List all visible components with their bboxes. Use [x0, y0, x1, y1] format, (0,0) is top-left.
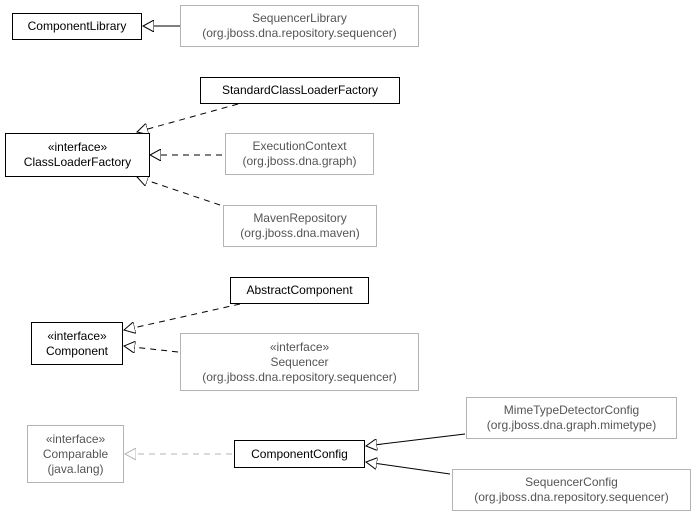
- interface-name: ClassLoaderFactory: [23, 155, 132, 169]
- edge-sequencer-config-to-component-config: [366, 462, 451, 475]
- class-component-library[interactable]: ComponentLibrary: [12, 13, 142, 40]
- package-name: (org.jboss.dna.repository.sequencer): [202, 26, 397, 40]
- package-name: (org.jboss.dna.repository.sequencer): [474, 490, 669, 504]
- class-name: MimeTypeDetectorConfig: [503, 403, 640, 417]
- edge-sequencer-to-component: [124, 346, 179, 352]
- class-name: AbstractComponent: [246, 283, 353, 297]
- edge-abstract-component-to-component: [124, 303, 241, 330]
- stereotype-label: «interface»: [45, 431, 106, 446]
- edge-mime-type-detector-config-to-component-config: [366, 433, 466, 446]
- interface-name: Comparable: [42, 446, 109, 461]
- class-name: ExecutionContext: [252, 139, 347, 153]
- class-maven-repository[interactable]: MavenRepository (org.jboss.dna.maven): [223, 205, 377, 247]
- stereotype-label: «interface»: [269, 339, 330, 354]
- class-mime-type-detector-config[interactable]: MimeTypeDetectorConfig (org.jboss.dna.gr…: [466, 397, 677, 439]
- interface-component[interactable]: «interface» Component: [31, 322, 123, 365]
- class-component-config[interactable]: ComponentConfig: [234, 440, 365, 468]
- class-execution-context[interactable]: ExecutionContext (org.jboss.dna.graph): [225, 133, 374, 175]
- package-name: (org.jboss.dna.graph): [242, 154, 357, 168]
- package-name: (org.jboss.dna.repository.sequencer): [202, 369, 397, 384]
- class-sequencer-library[interactable]: SequencerLibrary (org.jboss.dna.reposito…: [180, 5, 419, 47]
- class-sequencer-config[interactable]: SequencerConfig (org.jboss.dna.repositor…: [452, 469, 691, 511]
- package-name: (org.jboss.dna.graph.mimetype): [486, 418, 657, 432]
- edge-maven-repository-to-class-loader-factory: [137, 177, 221, 206]
- interface-name: Component: [45, 343, 109, 358]
- interface-class-loader-factory[interactable]: «interface» ClassLoaderFactory: [5, 133, 150, 177]
- class-name: ComponentLibrary: [27, 19, 127, 33]
- package-name: (java.lang): [47, 461, 104, 476]
- class-name: StandardClassLoaderFactory: [221, 83, 379, 97]
- class-standard-class-loader-factory[interactable]: StandardClassLoaderFactory: [200, 77, 400, 104]
- class-name: SequencerLibrary: [252, 11, 347, 25]
- interface-name: Sequencer: [270, 354, 329, 369]
- class-abstract-component[interactable]: AbstractComponent: [230, 277, 369, 304]
- interface-comparable[interactable]: «interface» Comparable (java.lang): [27, 425, 124, 483]
- stereotype-label: «interface»: [47, 140, 108, 154]
- class-name: SequencerConfig: [525, 475, 618, 489]
- class-name: ComponentConfig: [251, 446, 348, 461]
- stereotype-label: «interface»: [47, 328, 107, 343]
- class-name: MavenRepository: [253, 211, 347, 225]
- interface-sequencer[interactable]: «interface» Sequencer (org.jboss.dna.rep…: [180, 333, 419, 391]
- edge-standard-class-loader-factory-to-class-loader-factory: [137, 103, 239, 132]
- package-name: (org.jboss.dna.maven): [240, 226, 360, 240]
